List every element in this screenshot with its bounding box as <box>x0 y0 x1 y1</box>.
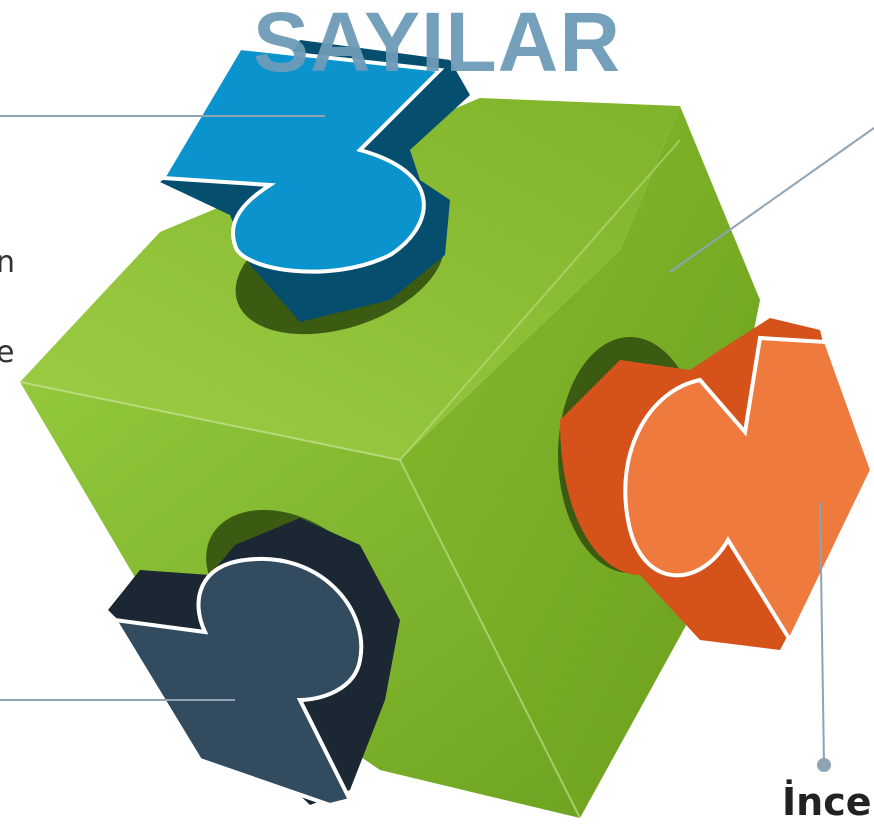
blue-puzzle-piece <box>159 40 470 322</box>
left-text-line-1: n <box>0 245 16 280</box>
bottom-label: İncel <box>782 780 874 824</box>
cube-edge-highlight-3 <box>399 139 681 461</box>
orange-puzzle-piece <box>560 318 874 650</box>
navy-puzzle-piece <box>108 518 400 808</box>
connector-lines <box>0 115 874 772</box>
left-text-line-2: e <box>0 335 15 370</box>
cube-edge-highlight-2 <box>399 459 581 819</box>
connector-orange-dot <box>817 758 831 772</box>
connector-orange <box>819 501 825 766</box>
cube-edge-highlight <box>19 381 401 461</box>
connector-green <box>669 127 874 273</box>
page-title: SAYILAR <box>253 0 621 89</box>
